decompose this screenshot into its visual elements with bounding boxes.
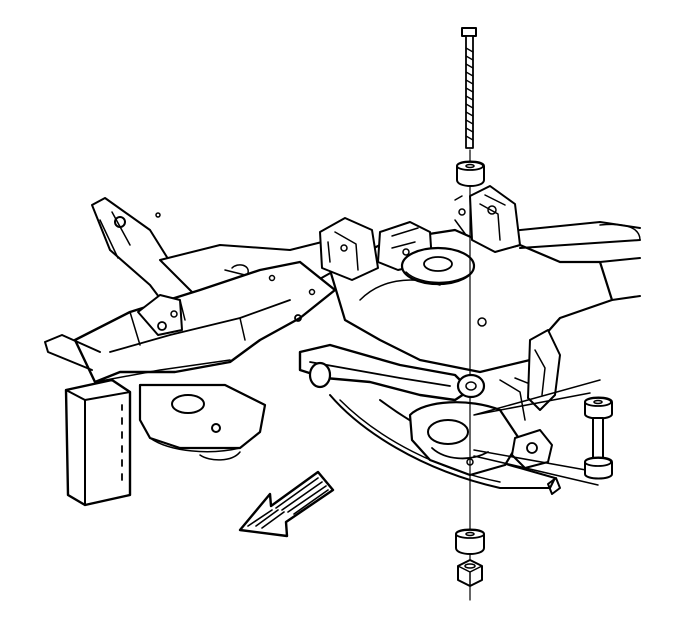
- frame-end-cap: [64, 378, 132, 507]
- lower-control-arm-bushing: [456, 373, 486, 399]
- stabilizer-link-bolt: [461, 27, 477, 149]
- hex-nut-icon: [457, 559, 483, 587]
- upper-spacer-bushing: [584, 396, 613, 420]
- coil-spring-seat: [400, 246, 476, 286]
- lower-bushing: [455, 528, 485, 555]
- lower-spacer-bushing: [584, 456, 613, 480]
- direction-arrow-icon: [238, 470, 335, 538]
- upper-bushing: [456, 160, 485, 187]
- stabilizer-link-assembly: [455, 27, 486, 601]
- lower-control-arm: [298, 329, 561, 495]
- spacer-sleeve-assembly: [473, 379, 613, 486]
